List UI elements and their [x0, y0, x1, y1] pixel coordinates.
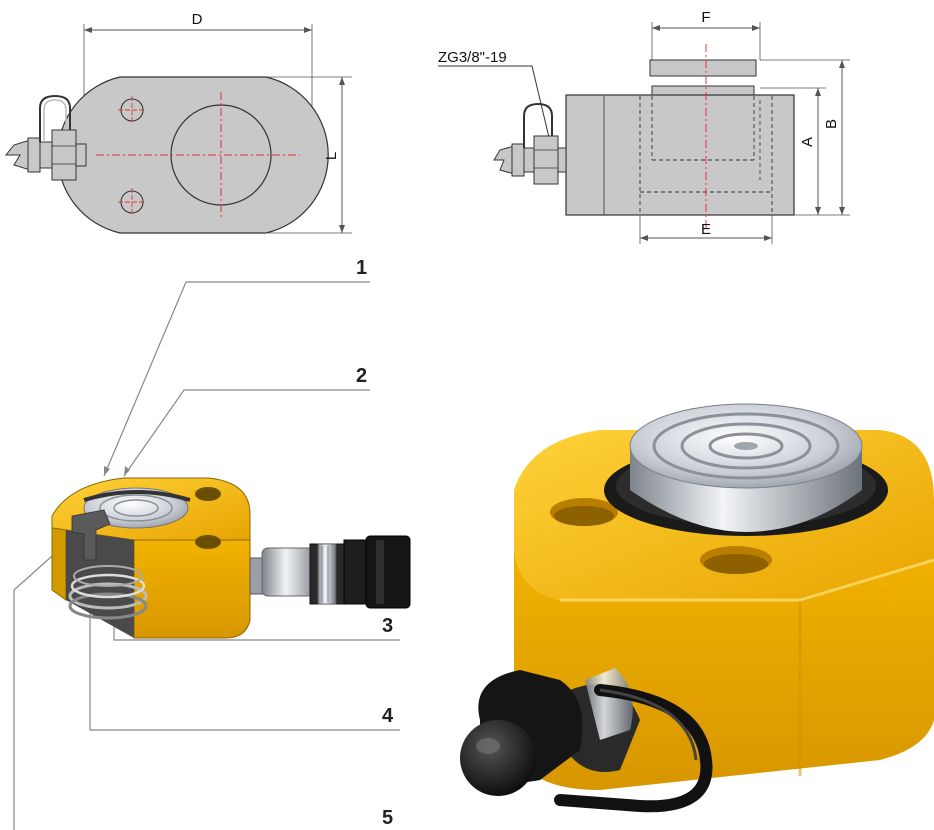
callout-5-leader [13, 539, 71, 830]
dim-f-label: F [701, 9, 710, 26]
dim-a-label: A [799, 137, 816, 147]
cutaway-coupler [249, 535, 411, 609]
dim-d-label: D [192, 11, 203, 28]
callout-5: 5 [382, 807, 393, 829]
saddle-plate [649, 59, 757, 77]
callout-4-leader [89, 568, 400, 731]
side-view-body [565, 94, 795, 216]
coupler-fitting-side-view [493, 102, 567, 185]
callout-2: 2 [356, 365, 367, 387]
callout-3: 3 [382, 615, 393, 637]
top-view-drawing: D L [4, 11, 352, 234]
dim-b-label: B [823, 119, 840, 129]
callout-4: 4 [382, 705, 394, 727]
callout-1: 1 [356, 257, 367, 279]
dim-l-label: L [323, 152, 340, 160]
coupler-fitting-top-view [4, 94, 87, 181]
callout-1-leader [103, 281, 370, 477]
product-photo [460, 403, 934, 813]
thread-spec-label: ZG3/8"-19 [438, 49, 507, 66]
cutaway-illustration: 1 2 3 4 5 [13, 257, 411, 830]
dim-e-label: E [701, 221, 711, 238]
callout-2-leader [123, 389, 370, 477]
dust-cap-coupler [460, 668, 713, 813]
side-view-drawing: F E A B ZG [438, 9, 850, 244]
